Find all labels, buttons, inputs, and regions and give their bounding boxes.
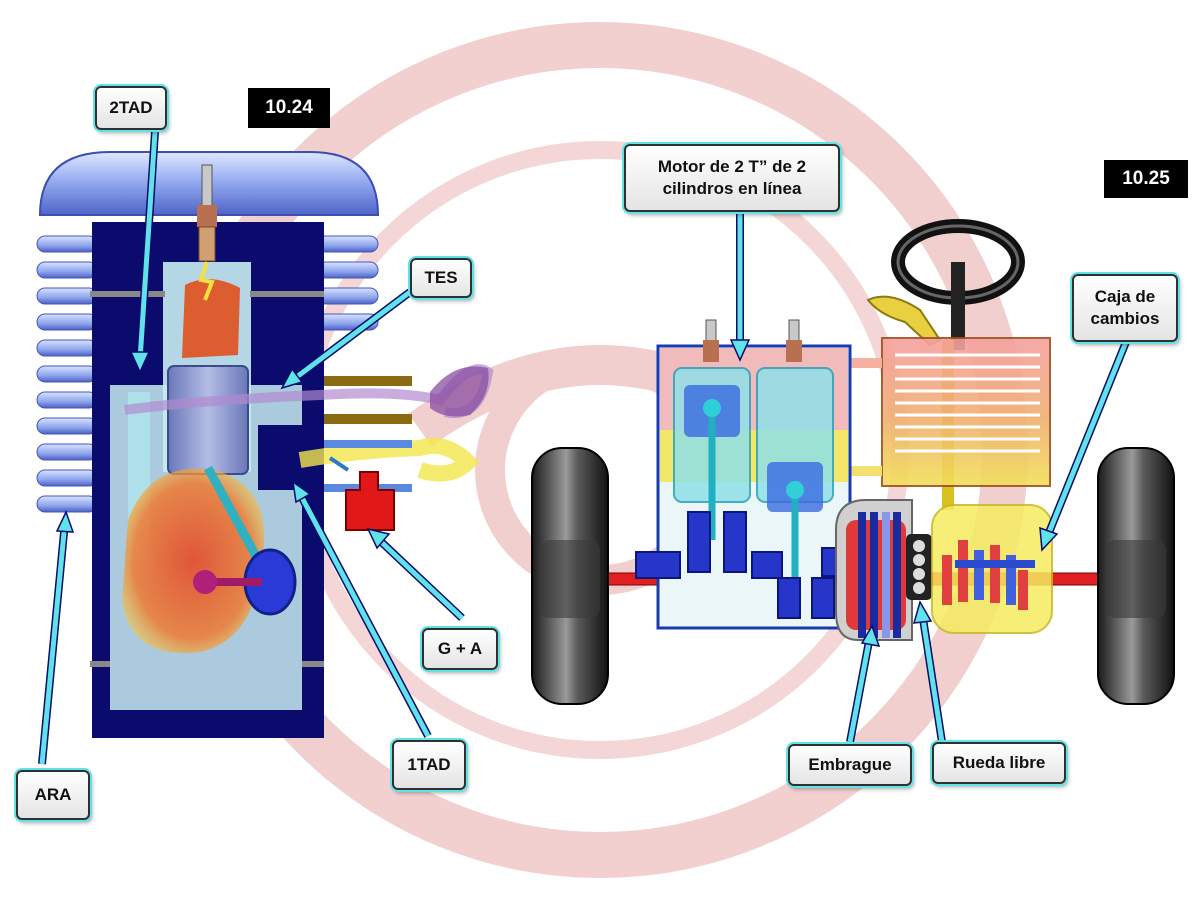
reed-valve-icon bbox=[328, 456, 395, 531]
label-ara: ARA bbox=[16, 770, 90, 820]
two-stroke-engine-section bbox=[36, 151, 494, 738]
label-2tad: 2TAD bbox=[95, 86, 167, 130]
pin-2 bbox=[786, 481, 804, 499]
radiator bbox=[881, 337, 1051, 487]
spark-plug-icon bbox=[786, 319, 802, 362]
label-rueda-libre: Rueda libre bbox=[932, 742, 1066, 784]
figure-number-right: 10.25 bbox=[1104, 160, 1188, 198]
radiator-fins bbox=[895, 353, 1040, 453]
freewheel-icon bbox=[906, 534, 932, 600]
spark-plug-icon bbox=[197, 164, 217, 301]
tractor-drivetrain bbox=[531, 219, 1175, 705]
radiator-hose-bottom bbox=[850, 466, 882, 476]
piston bbox=[167, 365, 249, 475]
radiator-hose-top bbox=[850, 358, 882, 368]
cylinder-bolts bbox=[90, 291, 324, 667]
cooling-fins-right bbox=[317, 235, 379, 331]
figure-number-left: 10.24 bbox=[248, 88, 330, 128]
intake-flow bbox=[298, 437, 480, 482]
label-g-a: G + A bbox=[422, 628, 498, 670]
label-caja-de-cambios: Caja de cambios bbox=[1072, 274, 1178, 342]
spark-plug-icon bbox=[703, 319, 719, 362]
cooling-fins-left bbox=[36, 235, 98, 513]
rear-wheel-right bbox=[1097, 447, 1175, 705]
label-tes: TES bbox=[410, 258, 472, 298]
pin-1 bbox=[703, 399, 721, 417]
crank-disc bbox=[193, 570, 217, 594]
rear-wheel-left bbox=[531, 447, 609, 705]
steering-wheel-icon bbox=[891, 219, 1025, 350]
callout-lines-left bbox=[38, 131, 465, 765]
gears bbox=[942, 540, 1035, 610]
crankshaft bbox=[635, 511, 845, 619]
combustion-chamber bbox=[182, 279, 240, 358]
label-1tad: 1TAD bbox=[392, 740, 466, 790]
label-embrague: Embrague bbox=[788, 744, 912, 786]
label-motor: Motor de 2 T” de 2 cilindros en línea bbox=[624, 144, 840, 212]
clutch-plates bbox=[858, 512, 901, 638]
exhaust-outlet bbox=[430, 366, 489, 417]
callout-lines-right bbox=[729, 214, 1130, 743]
